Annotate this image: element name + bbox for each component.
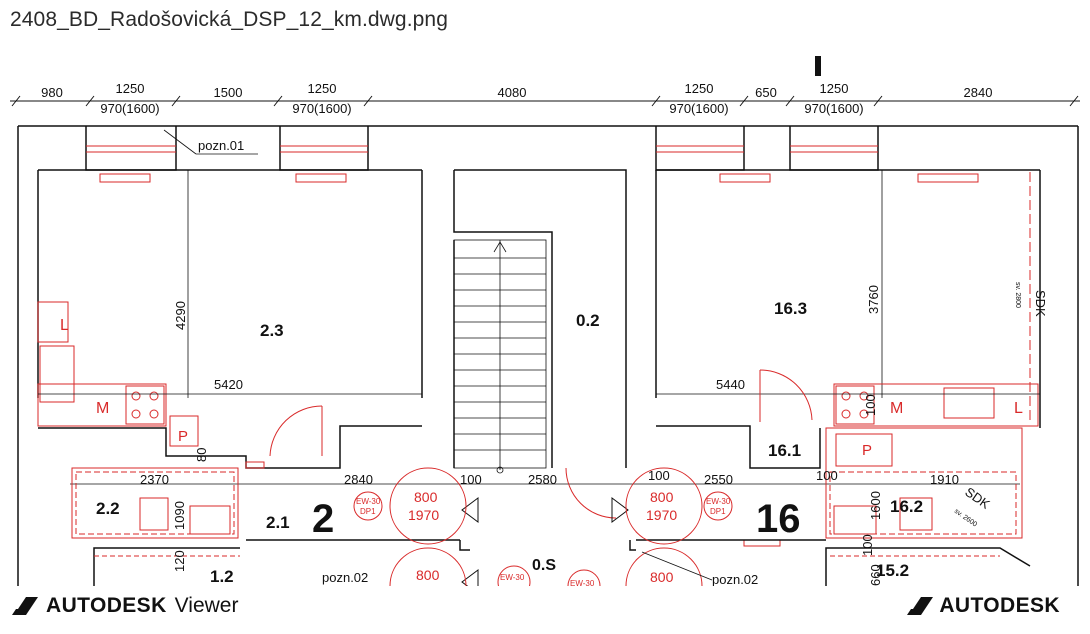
room-1.2: 1.2: [210, 567, 234, 586]
label-M-left: M: [96, 400, 109, 417]
dim-1600: 1600: [868, 491, 883, 520]
label-sdk-upper: SDK: [1033, 290, 1048, 317]
autodesk-logo-icon: [12, 597, 38, 615]
room-16.2: 16.2: [890, 497, 923, 516]
dim-100-b: 100: [648, 468, 670, 483]
room-2.3-walls: [37, 169, 423, 469]
bathroom-2.2: [71, 467, 239, 539]
dim-1090: 1090: [172, 501, 187, 530]
stairs: [453, 239, 547, 474]
label-L-right: L: [1014, 400, 1023, 417]
dim-650: 650: [755, 85, 777, 100]
windows: [86, 145, 979, 183]
dim-2370: 2370: [140, 472, 169, 487]
dim-2840: 2840: [964, 85, 993, 100]
section-marker: [815, 56, 821, 76]
dim-2840-b: 2840: [344, 472, 373, 487]
door-tag-ew30-lower: EW-30: [500, 573, 525, 582]
dim-970-a: 970(1600): [100, 101, 159, 116]
room-16.1: 16.1: [768, 441, 801, 460]
drawing-viewport[interactable]: 980 1250 1500 1250 4080 1250 650 1250 28…: [0, 40, 1090, 625]
dim-1250-d: 1250: [820, 81, 849, 96]
room-15.2: 15.2: [876, 561, 909, 580]
door-tag-ew30-right: EW-30: [706, 497, 731, 506]
viewer-footer: AUTODESK Viewer AUTODESK: [0, 586, 1090, 634]
room-2.2: 2.2: [96, 499, 120, 518]
apartment-2: 2: [312, 497, 334, 541]
corridor-0.2-walls: [453, 169, 627, 468]
dim-970-c: 970(1600): [669, 101, 728, 116]
dim-2580: 2580: [528, 472, 557, 487]
door-tag-width-lower-right: 800: [650, 569, 674, 585]
door-tag-width-lower-left: 800: [416, 567, 440, 583]
dim-980: 980: [41, 85, 63, 100]
dim-120: 120: [172, 550, 187, 572]
note-pozn02-right: pozn.02: [712, 572, 758, 586]
door-tag-width-right: 800: [650, 489, 674, 505]
label-P-right: P: [862, 442, 872, 459]
dim-100-e: 100: [860, 534, 875, 556]
kitchen-right: [833, 383, 1039, 467]
door-tag-dp1-right: DP1: [710, 507, 726, 516]
label-sdk-lower-sv: sv. 2600: [953, 508, 978, 529]
brand-wordmark-left: AUTODESK: [46, 594, 167, 617]
door-tag-ew30-left: EW-30: [356, 497, 381, 506]
dim-970-b: 970(1600): [292, 101, 351, 116]
floor-plan-drawing: 980 1250 1500 1250 4080 1250 650 1250 28…: [10, 56, 1080, 625]
dim-80: 80: [194, 448, 209, 462]
note-pozn01: pozn.01: [198, 138, 244, 153]
product-name: Viewer: [174, 594, 239, 617]
door-tag-ew30-lower-b: EW-30: [570, 579, 595, 586]
brand-wordmark-right: AUTODESK: [939, 594, 1060, 617]
label-sdk-lower: SDK: [962, 484, 993, 512]
dim-5420: 5420: [214, 377, 243, 392]
bathroom-16.2: [825, 427, 1023, 539]
dim-4080: 4080: [498, 85, 527, 100]
dim-4290: 4290: [173, 301, 188, 330]
dim-100-c: 100: [816, 468, 838, 483]
dim-100-a: 100: [460, 472, 482, 487]
file-title: 2408_BD_Radošovická_DSP_12_km.dwg.png: [10, 8, 448, 31]
autodesk-logo-right[interactable]: AUTODESK: [907, 594, 1060, 618]
label-M-right: M: [890, 400, 903, 417]
door-tag-height-left: 1970: [408, 507, 439, 523]
dim-1250-b: 1250: [308, 81, 337, 96]
room-0.S: 0.S: [532, 557, 556, 574]
top-dimension-line: [10, 95, 1080, 107]
note-pozn02-left: pozn.02: [322, 570, 368, 585]
label-L-left: L: [60, 317, 69, 334]
autodesk-viewer-logo[interactable]: AUTODESK Viewer: [12, 594, 238, 618]
dim-660: 660: [868, 564, 883, 586]
dim-3760: 3760: [866, 285, 881, 314]
dim-2550: 2550: [704, 472, 733, 487]
dim-1250-c: 1250: [685, 81, 714, 96]
room-16.3-walls: [655, 169, 1041, 469]
autodesk-logo-icon-right: [907, 597, 934, 615]
apartment-16: 16: [756, 497, 801, 541]
kitchen-left: [37, 301, 199, 447]
door-tag-width-left: 800: [414, 489, 438, 505]
label-P-left: P: [178, 428, 188, 445]
doors: [245, 369, 813, 547]
room-2.1: 2.1: [266, 513, 290, 532]
dim-100-d: 100: [863, 394, 878, 416]
inner-dimensions: [38, 393, 1040, 485]
room-0.2: 0.2: [576, 311, 600, 330]
room-2.3: 2.3: [260, 321, 284, 340]
dim-1250-a: 1250: [116, 81, 145, 96]
door-tag-height-right: 1970: [646, 507, 677, 523]
dim-1910: 1910: [930, 472, 959, 487]
door-tag-dp1-left: DP1: [360, 507, 376, 516]
dim-1500: 1500: [214, 85, 243, 100]
room-16.3: 16.3: [774, 299, 807, 318]
label-sdk-upper-sv: sv. 2800: [1014, 282, 1021, 308]
corridor-band-walls: [93, 539, 1031, 590]
dim-970-d: 970(1600): [804, 101, 863, 116]
dim-5440: 5440: [716, 377, 745, 392]
